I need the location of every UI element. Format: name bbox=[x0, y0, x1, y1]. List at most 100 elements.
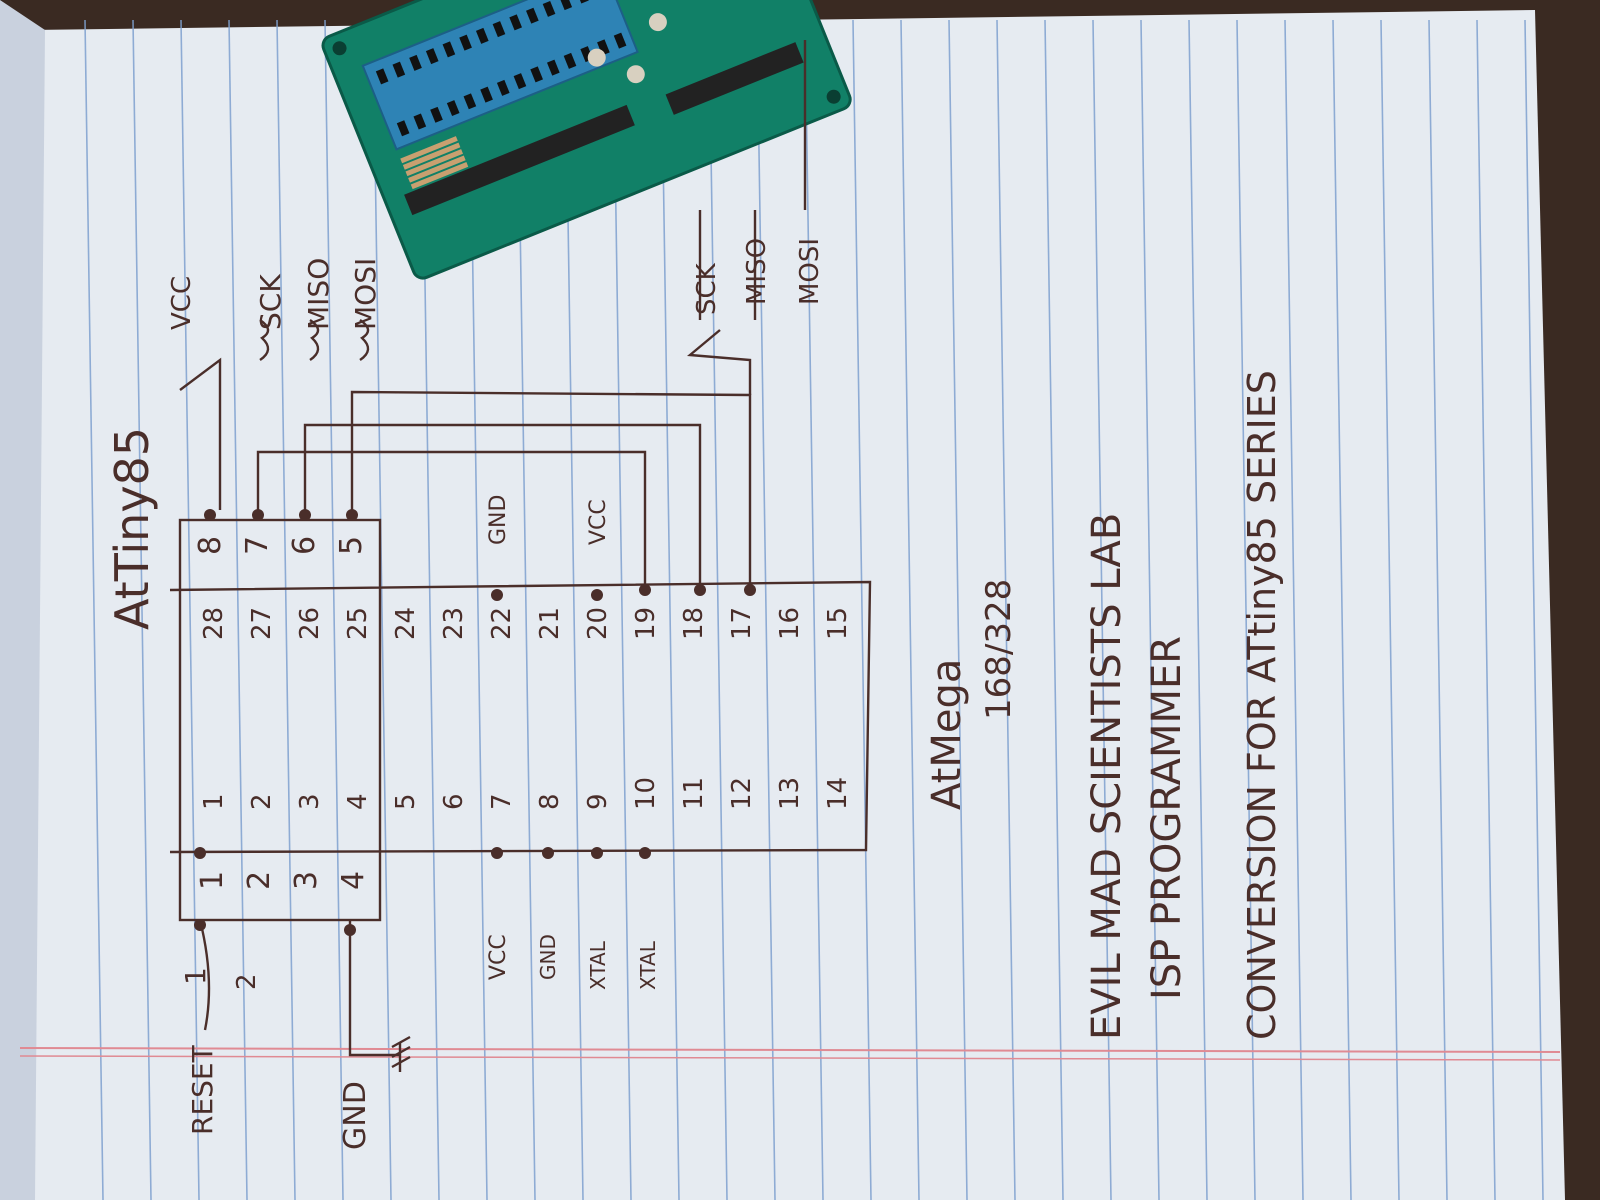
mega-label-gnd: GND bbox=[486, 495, 511, 545]
mega-label-xtal-1: XTAL bbox=[586, 940, 610, 990]
ruled-line bbox=[1236, 19, 1256, 1200]
title-line-3: CONVERSION FOR ATtiny85 SERIES bbox=[1240, 370, 1284, 1040]
atmega-pin-number: 28 bbox=[199, 607, 229, 640]
ruled-line bbox=[84, 19, 104, 1200]
resistor bbox=[408, 155, 466, 183]
atmega-pin-number: 8 bbox=[535, 793, 565, 810]
label-sck-pcb: SCK bbox=[692, 262, 722, 315]
atmega-pin-number: 10 bbox=[631, 777, 661, 810]
ruled-line bbox=[1524, 19, 1544, 1200]
atmega-pin-number: 12 bbox=[727, 777, 757, 810]
zif-pin bbox=[430, 106, 443, 123]
label-mosi-top: MOSI bbox=[349, 258, 382, 330]
zif-pin bbox=[597, 39, 610, 56]
brace-mosi bbox=[359, 319, 370, 361]
attiny-pin-number: 2 bbox=[242, 871, 277, 890]
atmega-pin-number: 25 bbox=[343, 607, 373, 640]
pin-dot bbox=[491, 589, 503, 601]
mega-label-2-num: 2 bbox=[232, 973, 262, 990]
attiny-pin-number: 3 bbox=[289, 871, 324, 890]
ruled-line bbox=[948, 19, 968, 1200]
label-mosi-pcb: MOSI bbox=[795, 238, 825, 305]
ruled-line bbox=[756, 19, 776, 1200]
zif-pin bbox=[446, 100, 460, 117]
attiny85-title: AtTiny85 bbox=[105, 427, 159, 630]
pcb-led-2 bbox=[648, 13, 667, 32]
zif-pin bbox=[492, 21, 506, 38]
ruled-line bbox=[1476, 19, 1496, 1200]
zif-pin bbox=[563, 52, 577, 69]
attiny-pin-number: 8 bbox=[193, 536, 228, 555]
ruled-line bbox=[708, 19, 728, 1200]
schematic-lines bbox=[169, 40, 872, 1057]
pin-dot bbox=[744, 584, 756, 596]
notebook-paper bbox=[20, 10, 1565, 1200]
title-line-2: ISP PROGRAMMER bbox=[1144, 636, 1190, 1000]
pin-dot bbox=[639, 847, 651, 859]
label-vcc-top: VCC bbox=[167, 276, 197, 330]
ruled-line bbox=[372, 19, 392, 1200]
pin-dot bbox=[542, 847, 554, 859]
wire-mosi-jumper bbox=[686, 329, 752, 395]
pcb-header-strip-2 bbox=[665, 42, 804, 115]
zif-pin bbox=[542, 0, 556, 17]
zif-pin bbox=[546, 59, 560, 76]
pin-dot bbox=[204, 509, 216, 521]
ruled-line bbox=[612, 19, 632, 1200]
ruled-line bbox=[1140, 19, 1160, 1200]
pin-dot bbox=[344, 924, 356, 936]
atmega-pin-number: 13 bbox=[775, 777, 805, 810]
zif-pin bbox=[526, 7, 539, 24]
atmega-pin-number: 14 bbox=[823, 777, 853, 810]
pin-dot bbox=[194, 847, 206, 859]
zif-pin bbox=[463, 93, 477, 110]
wire-sck bbox=[256, 450, 647, 590]
ruled-line bbox=[276, 19, 296, 1200]
zif-pin bbox=[496, 79, 510, 96]
zif-pin bbox=[613, 32, 627, 49]
margin-line-2 bbox=[19, 1055, 1561, 1061]
zif-pin bbox=[425, 48, 439, 65]
attiny-pin-number: 6 bbox=[287, 536, 322, 555]
wire-mosi bbox=[350, 390, 752, 590]
atmega-pin-number: 18 bbox=[679, 607, 709, 640]
zif-pin bbox=[509, 14, 522, 31]
label-reset: RESET bbox=[186, 1044, 219, 1135]
zif-pin bbox=[409, 54, 422, 71]
zif-pin bbox=[559, 0, 573, 11]
atmega-pin-number: 21 bbox=[535, 607, 565, 640]
atmega-variant: 168/328 bbox=[979, 579, 1019, 720]
resistor bbox=[400, 136, 458, 164]
pcb-hole-2 bbox=[826, 89, 841, 104]
pcb-led-3 bbox=[587, 48, 606, 67]
ruled-line bbox=[1428, 19, 1448, 1200]
pin-dots bbox=[194, 509, 756, 936]
wire-gnd bbox=[348, 920, 400, 1057]
ruled-line bbox=[1284, 19, 1304, 1200]
attiny-pin-number: 5 bbox=[334, 536, 369, 555]
resistor bbox=[402, 142, 461, 170]
brace-sck bbox=[259, 319, 270, 361]
atmega-pin-number: 9 bbox=[583, 793, 613, 810]
pin-dot bbox=[346, 509, 358, 521]
zif-pin bbox=[392, 61, 406, 78]
pcb-hole bbox=[332, 41, 347, 56]
mega-label-gnd-left: GND bbox=[536, 934, 560, 980]
pin-dot bbox=[299, 509, 311, 521]
atmega-pin-number: 17 bbox=[727, 607, 757, 640]
ruled-line bbox=[660, 19, 680, 1200]
mega-label-vcc-left: VCC bbox=[486, 934, 511, 980]
attiny85-outline bbox=[178, 518, 382, 922]
pin-dot bbox=[694, 584, 706, 596]
label-miso-pcb: MISO bbox=[742, 238, 772, 305]
atmega-pin-number: 2 bbox=[247, 793, 277, 810]
ruled-line bbox=[1332, 19, 1352, 1200]
atmega-pin-number: 16 bbox=[775, 607, 805, 640]
pin-dot bbox=[252, 509, 264, 521]
label-sck-top: SCK bbox=[254, 274, 287, 330]
ground-icon bbox=[391, 1035, 411, 1072]
